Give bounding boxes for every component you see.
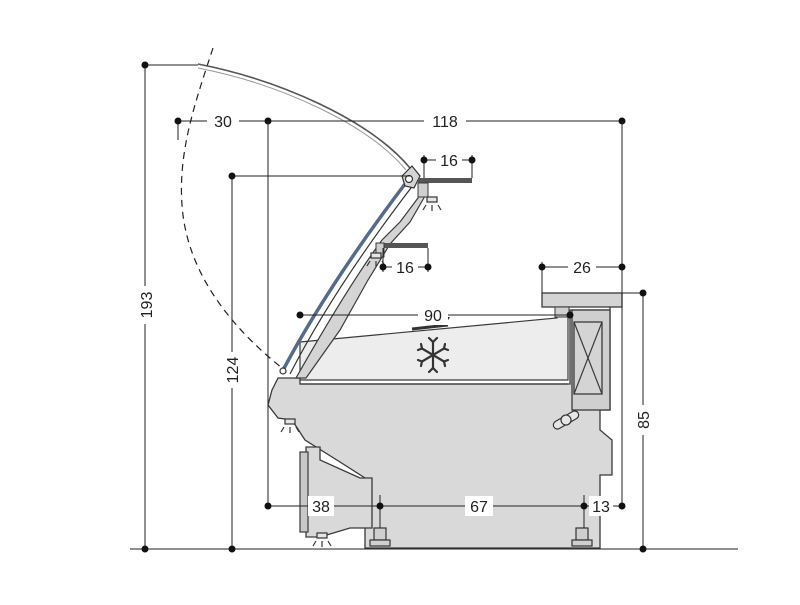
dim-total-depth: 118: [432, 114, 458, 131]
glass-open-position: [197, 63, 411, 169]
glass-swing-arc: [180, 47, 283, 369]
dim-glass-overhang: 30: [214, 114, 232, 131]
dim-display-depth: 90: [424, 308, 442, 325]
dim-counter-height: 124: [225, 357, 242, 384]
dim-base-rear: 13: [592, 499, 610, 516]
dim-base-middle: 67: [470, 499, 488, 516]
lamp-icon: [422, 196, 442, 211]
front-glass: [279, 165, 426, 379]
top-shelf: [417, 178, 472, 198]
adjustable-feet: [369, 527, 593, 547]
snowflake-icon: [416, 336, 450, 374]
dim-worktop-depth: 26: [573, 260, 591, 277]
lamp-icon: [280, 418, 300, 433]
drain-icon: [552, 410, 580, 430]
lamp-icon: [312, 532, 332, 547]
dim-lower-shelf-depth: 16: [396, 260, 414, 277]
dim-total-height: 193: [139, 292, 156, 319]
dim-base-front: 38: [312, 499, 330, 516]
lower-shelf: [375, 242, 428, 258]
dim-top-shelf-depth: 16: [440, 153, 458, 170]
dim-working-height: 85: [636, 411, 653, 429]
